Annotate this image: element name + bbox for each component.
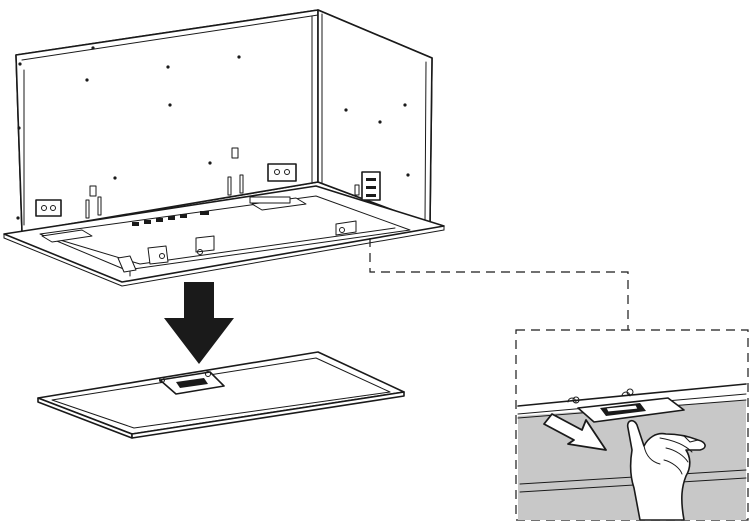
filter-handle-icon <box>159 371 225 395</box>
hood-bottom-frame <box>3 185 445 287</box>
down-arrow-icon <box>164 282 234 364</box>
callout-leader-line <box>369 238 629 330</box>
inset-handle <box>577 397 685 423</box>
inset-screws <box>567 388 634 404</box>
hood-cabinet <box>15 9 433 233</box>
filter-cavity <box>39 195 411 271</box>
pull-direction-arrow-icon <box>543 413 607 451</box>
light-panel-left <box>41 229 93 243</box>
side-vent <box>354 171 381 201</box>
filter-clips <box>117 220 357 273</box>
filter-panel-inner <box>51 357 391 429</box>
mounting-bracket-left <box>35 199 62 217</box>
detail-inset <box>515 329 749 521</box>
screw-holes <box>16 46 410 220</box>
grease-filter-panel <box>37 351 405 439</box>
control-buttons <box>132 211 209 226</box>
hand-icon <box>626 419 706 521</box>
mounting-bracket-right <box>267 163 297 182</box>
mounting-slots <box>85 147 244 219</box>
